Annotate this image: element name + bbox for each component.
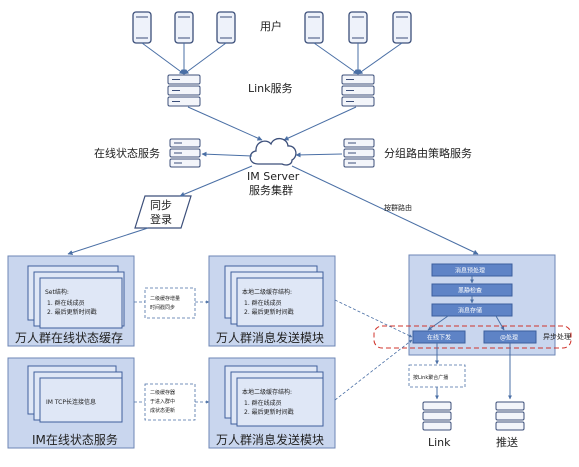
imserver-to-online-status bbox=[201, 151, 253, 157]
user-phones-right bbox=[304, 11, 412, 44]
module2-sheet-item-2: 2. 最后更新时间戳 bbox=[244, 408, 294, 416]
cache-sync-note-1: 二级缓存增量 bbox=[150, 295, 180, 302]
sync-login-label-2: 登录 bbox=[150, 212, 172, 226]
sheet-front bbox=[39, 377, 123, 423]
phone-icon bbox=[304, 11, 324, 44]
module2-sheet-item-1: 1. 群在线成员 bbox=[244, 399, 282, 407]
module2-to-online-send bbox=[334, 339, 413, 401]
cloud-icon bbox=[249, 137, 297, 166]
cache-sync-note-2: 时间戳同步 bbox=[150, 304, 175, 311]
push-server-icon bbox=[495, 401, 525, 431]
group-status-cache-title: 万人群在线状态缓存 bbox=[15, 331, 123, 345]
module1-sheet-item-2: 2. 最后更新时间戳 bbox=[244, 308, 294, 316]
pipeline-arrow-3 bbox=[427, 315, 449, 331]
cache-sheet-item-1: 1. 群在线成员 bbox=[47, 299, 85, 307]
route-by-group-label: 按群路由 bbox=[384, 203, 412, 212]
online-status-service-label: 在线状态服务 bbox=[94, 146, 160, 160]
pipeline-step-3-label: 消息存储 bbox=[458, 307, 482, 315]
pipeline-arrow-4 bbox=[495, 315, 505, 331]
imserver-to-sync-login bbox=[179, 165, 253, 197]
link-server-right-icon bbox=[341, 74, 375, 107]
pipeline-step-1-label: 消息预处理 bbox=[455, 267, 485, 275]
pipeline-step-3 bbox=[431, 303, 513, 317]
phone-icon bbox=[216, 11, 236, 44]
phone-icon bbox=[392, 11, 412, 44]
online-send-step bbox=[412, 330, 466, 344]
sheet-front bbox=[39, 277, 123, 329]
link-server-icon bbox=[422, 401, 452, 431]
pipeline-step-2-label: 黑静检查 bbox=[458, 287, 482, 295]
module1-sheet-item-1: 1. 群在线成员 bbox=[244, 299, 282, 307]
link-to-imserver-right bbox=[283, 106, 357, 141]
sync-login-label-1: 同步 bbox=[150, 199, 172, 212]
async-process-label: 异步处理 bbox=[543, 332, 571, 341]
module1-to-online-send bbox=[334, 299, 413, 338]
users-label: 用户 bbox=[260, 19, 282, 33]
cache-sync-2-line-2: 于进入群中 bbox=[150, 398, 175, 405]
im-online-sheet-title: IM TCP长连接信息 bbox=[46, 398, 96, 406]
cache-sync-note bbox=[144, 287, 196, 319]
sheet-front bbox=[236, 277, 324, 327]
cache-sync-2-line-1: 二级缓存器 bbox=[150, 389, 175, 396]
cache-sheet-title: Set结构: bbox=[45, 288, 69, 296]
sync-login-shape bbox=[134, 195, 192, 229]
link-service-label: Link服务 bbox=[248, 82, 293, 95]
phone-icon bbox=[174, 11, 194, 44]
link-label: Link bbox=[428, 436, 451, 449]
group-msg-module-1-title: 万人群消息发送模块 bbox=[216, 330, 324, 345]
im-server-label: IM Server bbox=[247, 170, 300, 183]
im-server-cluster-label: 服务集群 bbox=[249, 183, 293, 197]
phone-icon bbox=[348, 11, 368, 44]
module1-sheet-title: 本地二级缓存结构: bbox=[242, 288, 292, 296]
online-send-label: 在线下发 bbox=[427, 334, 451, 342]
group-msg-module-2-title: 万人群消息发送模块 bbox=[216, 432, 324, 447]
routing-to-imserver bbox=[295, 152, 343, 158]
routing-policy-service-label: 分组路由策略服务 bbox=[384, 146, 472, 160]
broadcast-label: 按Link聚合广播 bbox=[413, 374, 448, 381]
im-online-service-title: IM在线状态服务 bbox=[32, 432, 118, 447]
user-link-lines bbox=[141, 42, 403, 75]
cache-sheet-item-2: 2. 最后更新时间戳 bbox=[47, 308, 97, 316]
sheet-front bbox=[236, 377, 324, 427]
link-server-left-icon bbox=[167, 74, 201, 107]
cache-sync-2-line-3: 成状态更新 bbox=[150, 407, 175, 414]
at-process-label: @处理 bbox=[500, 334, 518, 342]
phone-icon bbox=[132, 11, 152, 44]
imserver-to-pipeline bbox=[291, 165, 479, 255]
push-label: 推送 bbox=[496, 435, 518, 449]
routing-server-icon bbox=[343, 138, 375, 168]
user-phones-left bbox=[132, 11, 236, 44]
sync-login-to-cache bbox=[67, 227, 149, 255]
async-processing-region bbox=[373, 325, 572, 349]
online-status-server-icon bbox=[169, 138, 201, 168]
link-to-imserver-left bbox=[187, 106, 263, 141]
module2-sheet-title: 本地二级缓存结构: bbox=[242, 388, 292, 396]
